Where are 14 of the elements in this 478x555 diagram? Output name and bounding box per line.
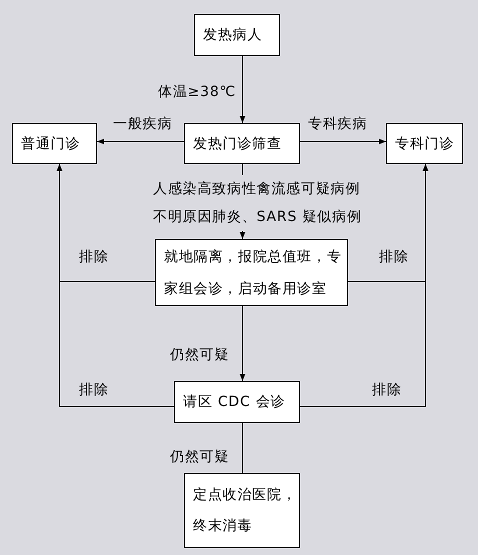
arrow: [56, 164, 174, 407]
arrow: [300, 164, 428, 407]
process-box: 发热门诊筛查: [184, 123, 300, 164]
process-box: 定点收治医院，终末消毒: [184, 473, 300, 548]
arrow: [96, 138, 184, 144]
arrow: [240, 56, 246, 124]
process-box: 专科门诊: [386, 123, 463, 164]
arrow: [240, 306, 246, 382]
connector-line: [242, 422, 243, 474]
process-box: 发热病人: [194, 14, 280, 56]
process-box: 请区 CDC 会诊: [174, 381, 300, 423]
arrow: [300, 138, 386, 144]
process-box: 普通门诊: [12, 123, 97, 164]
process-box: 就地隔离，报院总值班，专家组会诊，启动备用诊室: [155, 239, 348, 306]
